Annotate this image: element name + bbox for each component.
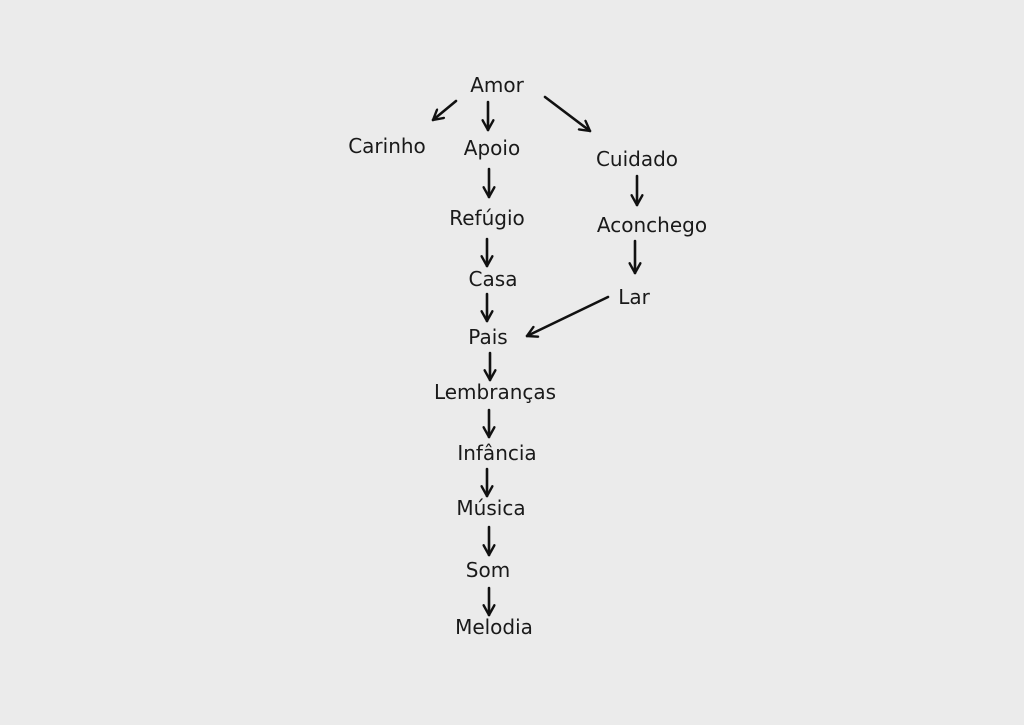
node-apoio: Apoio: [463, 136, 521, 160]
node-aconchego: Aconchego: [596, 213, 708, 237]
node-som: Som: [465, 558, 511, 582]
node-lar: Lar: [618, 285, 650, 309]
node-lembrancas: Lembranças: [433, 380, 557, 404]
node-infancia: Infância: [457, 441, 537, 465]
arrow-amor-to-carinho: [431, 99, 458, 122]
node-melodia: Melodia: [455, 615, 533, 639]
node-carinho: Carinho: [348, 134, 426, 158]
arrow-lar-to-pais: [525, 295, 610, 336]
node-casa: Casa: [468, 267, 518, 291]
node-pais: Pais: [468, 325, 508, 349]
node-amor: Amor: [470, 73, 524, 97]
arrow-amor-to-cuidado: [543, 95, 592, 133]
node-cuidado: Cuidado: [595, 147, 679, 171]
node-refugio: Refúgio: [449, 206, 525, 230]
node-musica: Música: [456, 496, 526, 520]
